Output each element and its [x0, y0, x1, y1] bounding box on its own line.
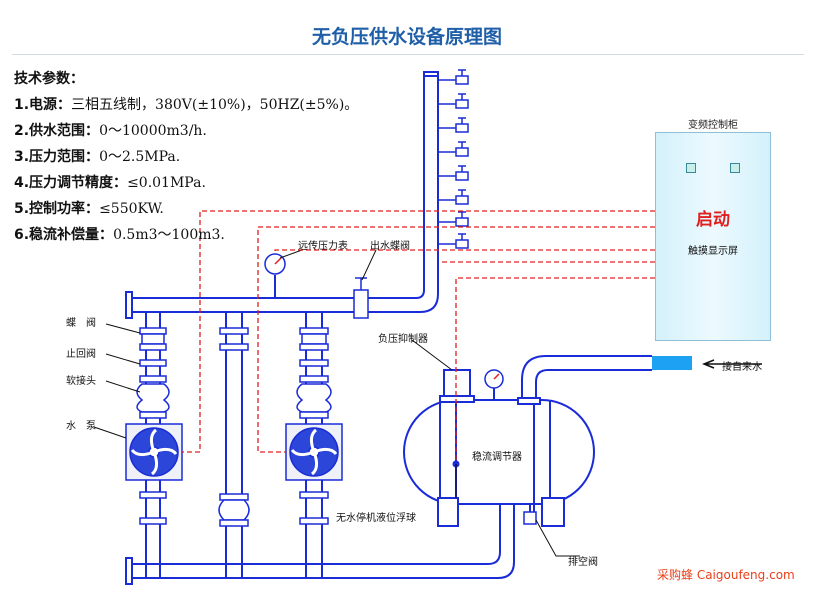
inlet-pipe: [521, 355, 652, 400]
riser-valve: [438, 165, 469, 181]
touchscreen-label: 触摸显示屏: [688, 246, 738, 257]
right-column-fittings: [296, 327, 332, 525]
spec-item: 2.供水范围：0～10000m3/h.: [14, 123, 207, 139]
spec-item: 4.压力调节精度：≤0.01MPa.: [14, 175, 206, 191]
spec-item: 6.稳流补偿量：0.5m3～100m3.: [14, 227, 225, 243]
spec-item: 3.压力范围：0～2.5MPa.: [14, 149, 181, 165]
label-outlet-valve: 出水蝶阀: [370, 241, 410, 252]
label-check-valve: 止回阀: [66, 349, 96, 360]
label-butterfly-valve: 蝶 阀: [66, 318, 96, 329]
label-tank: 稳流调节器: [472, 452, 522, 463]
header-left-flange: [125, 291, 133, 319]
watermark: 采购蜂 Caigoufeng.com: [657, 568, 795, 582]
start-label: 启动: [696, 210, 730, 230]
left-column-fittings: [136, 327, 170, 525]
pump-right: [285, 423, 343, 481]
middle-column-fittings: [218, 327, 250, 527]
riser-valve: [438, 69, 469, 85]
control-cabinet: 启动 触摸显示屏: [655, 132, 771, 341]
outlet-header-pipe: [130, 76, 439, 313]
label-inlet: 接自来水: [722, 362, 762, 373]
label-soft-joint: 软接头: [66, 376, 96, 387]
spec-item: 5.控制功率：≤550KW.: [14, 201, 164, 217]
riser-valve: [438, 233, 469, 249]
riser-valves: [438, 69, 469, 249]
cabinet-title: 变频控制柜: [688, 120, 738, 131]
tank-left-leg: [437, 497, 459, 527]
inlet-left-flange: [125, 557, 133, 585]
bypass-column: [225, 312, 243, 578]
spec-item: 1.电源：三相五线制，380V(±10%)，50HZ(±5%)。: [14, 97, 359, 113]
inlet-water: [652, 356, 692, 370]
inlet-arrow: [701, 359, 762, 369]
outlet-butterfly-valve: [353, 277, 369, 319]
spec-list: 技术参数： 1.电源：三相五线制，380V(±10%)，50HZ(±5%)。 2…: [14, 68, 358, 248]
label-drain: 排空阀: [568, 557, 598, 568]
spec-heading: 技术参数：: [14, 71, 84, 87]
indicator-light: [730, 163, 740, 173]
label-pump: 水 泵: [66, 421, 96, 432]
page-title: 无负压供水设备原理图: [311, 26, 502, 48]
signal-lines: [182, 210, 655, 460]
riser-valve: [438, 211, 469, 227]
label-remote-gauge: 远传压力表: [298, 241, 348, 252]
riser-valve: [438, 93, 469, 109]
label-negative-pressure-suppressor: 负压抑制器: [378, 334, 428, 345]
drain-valve: [523, 511, 537, 525]
title-divider: [12, 54, 804, 55]
indicator-light: [686, 163, 696, 173]
tank-body: [403, 399, 595, 505]
riser-top-cap: [423, 71, 439, 77]
riser-valve: [438, 117, 469, 133]
label-float: 无水停机液位浮球: [336, 513, 416, 524]
pump-left: [125, 423, 183, 481]
tank-right-leg: [541, 497, 565, 527]
riser-valve: [438, 141, 469, 157]
riser-valve: [438, 189, 469, 205]
inlet-header-pipe: [130, 504, 515, 579]
